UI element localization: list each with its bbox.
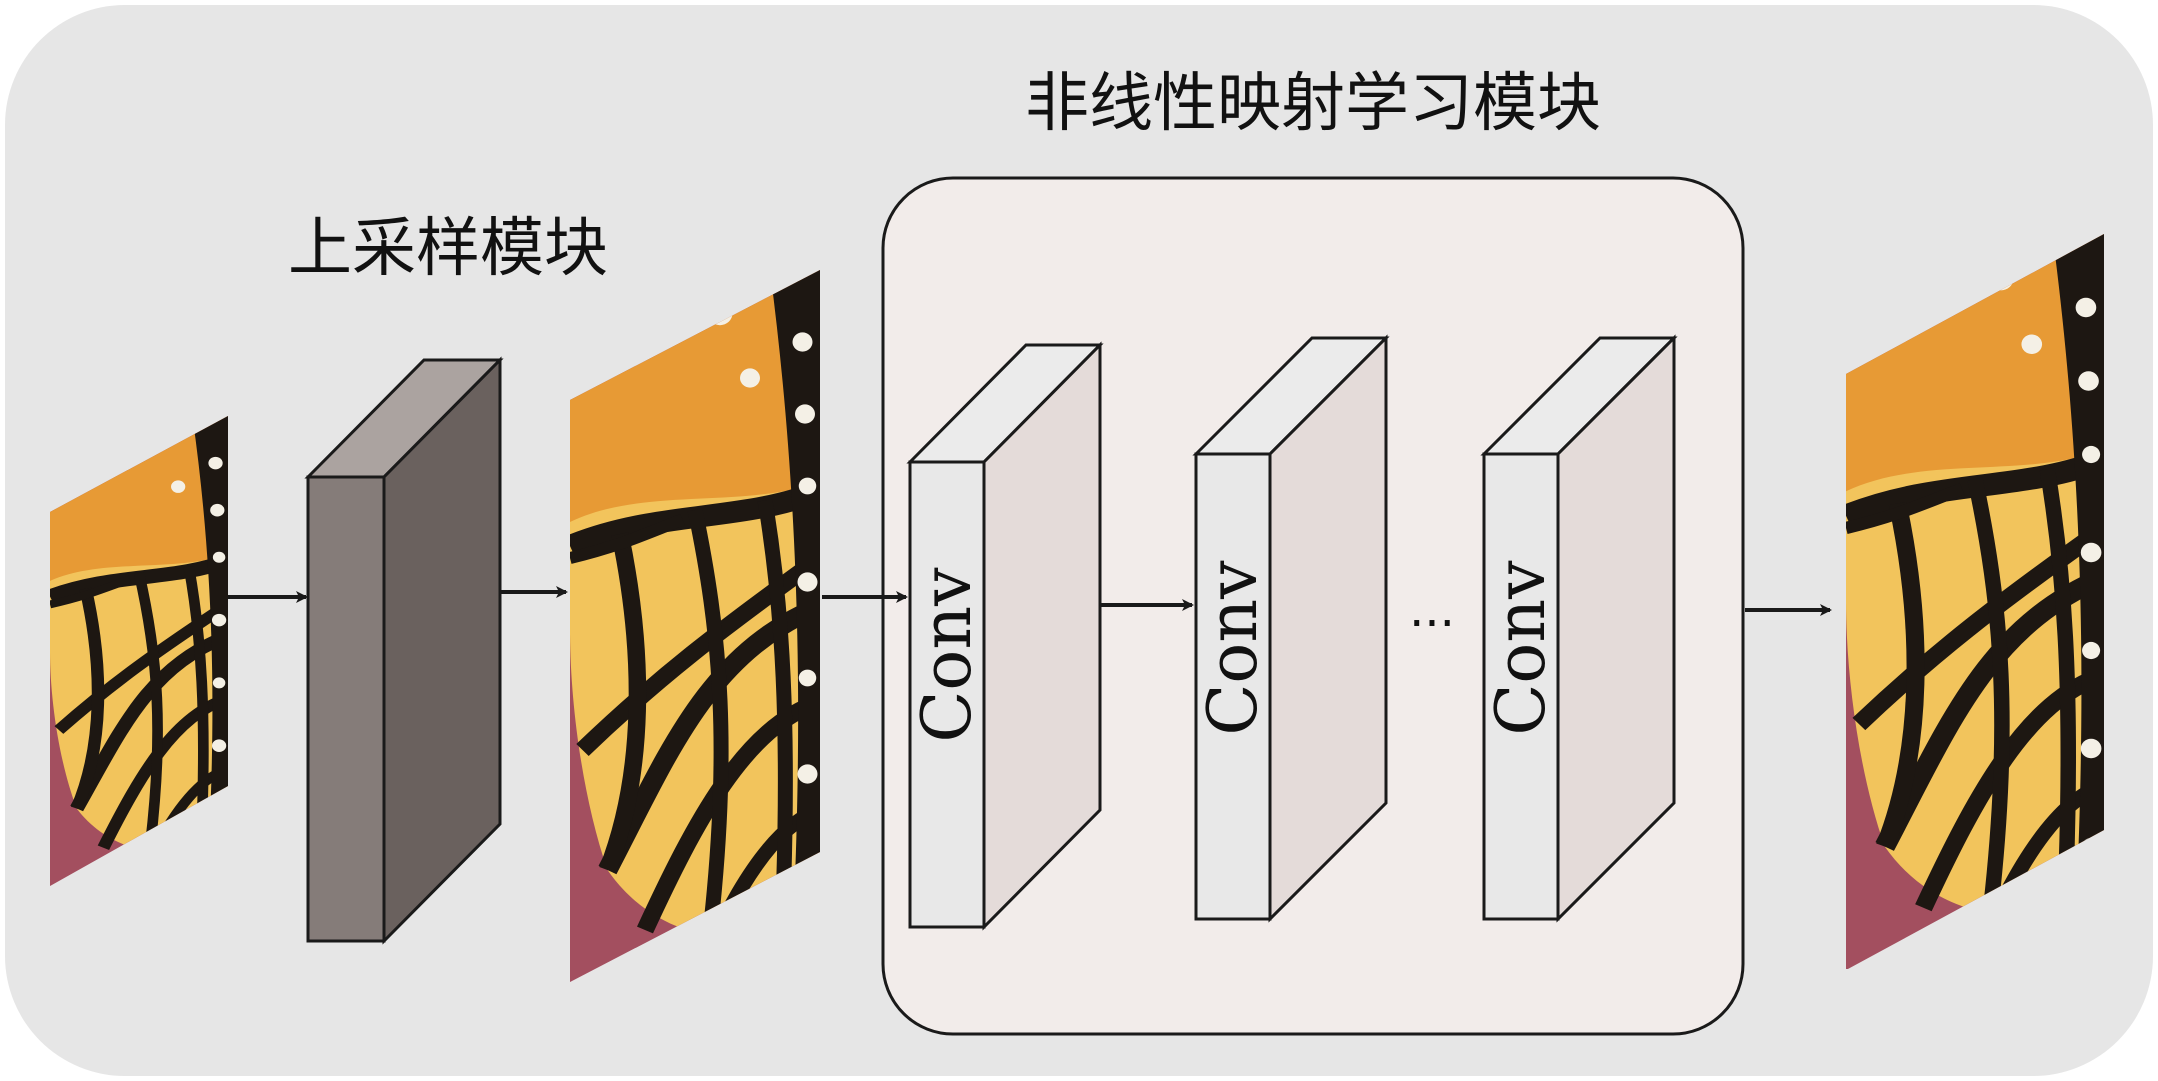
upsampling-block — [304, 356, 504, 945]
conv-block-2: Conv — [1192, 334, 1390, 923]
conv-block-1: Conv — [906, 341, 1104, 931]
conv-label-3: Conv — [1482, 560, 1561, 736]
upsampling-module-label: 上采样模块 — [288, 212, 608, 286]
upsampling-block-front — [306, 475, 386, 943]
conv-label-2: Conv — [1194, 560, 1273, 736]
ellipsis: ··· — [1409, 596, 1455, 652]
conv-label-1: Conv — [908, 567, 987, 743]
nonlinear-mapping-module-label: 非线性映射学习模块 — [1025, 67, 1601, 141]
conv-block-3: Conv — [1480, 334, 1678, 923]
